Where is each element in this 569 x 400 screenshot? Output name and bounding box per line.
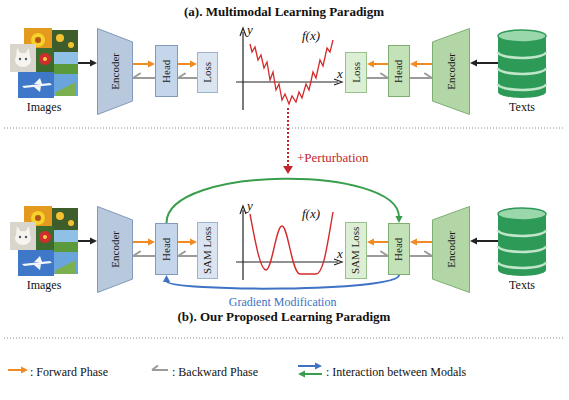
legend-interaction-sample <box>298 363 322 378</box>
image-collage: Images <box>10 206 78 276</box>
image-collage-shape <box>10 28 78 98</box>
axis-label: y <box>247 198 253 213</box>
head-block: Head <box>388 223 410 275</box>
flow-arrow <box>133 74 155 79</box>
legend-text-holder: : Forward Phase <box>30 362 108 380</box>
legend-backward-sample <box>152 366 168 371</box>
function-label-holder: f(x) <box>302 204 320 222</box>
perturbation-arrow <box>283 108 293 174</box>
node-label: Head <box>160 237 173 260</box>
axis-label-holder: x <box>337 64 343 82</box>
panel-title-holder: (b). Our Proposed Learning Paradigm <box>178 307 391 325</box>
axis-label: x <box>337 66 343 81</box>
flow-arrow <box>78 237 97 244</box>
node-label: Head <box>393 237 406 260</box>
node-caption: Images <box>10 100 78 114</box>
head-block: Head <box>155 223 178 275</box>
flow-arrow <box>133 60 155 67</box>
legend-text: : Interaction between Modals <box>326 365 466 379</box>
axis-label: y <box>247 22 253 37</box>
node-label: Encoder <box>109 231 122 268</box>
flow-arrow <box>178 252 197 257</box>
node-caption: Texts <box>498 278 546 292</box>
flow-arrow <box>78 59 97 66</box>
text-database-shape <box>498 30 546 98</box>
loss-block: SAM Loss <box>345 222 367 279</box>
flow-arrow <box>178 60 197 67</box>
flow-arrow <box>470 59 498 66</box>
panel-title: (b). Our Proposed Learning Paradigm <box>178 309 391 324</box>
encoder-block: Encoder <box>97 206 133 293</box>
encoder-block: Encoder <box>97 28 133 115</box>
loss-block: Loss <box>197 52 218 93</box>
perturbation-label-holder: +Perturbation <box>296 148 370 166</box>
legend-text: : Forward Phase <box>30 365 108 379</box>
node-label: Loss <box>201 62 214 83</box>
axis-label-holder: x <box>337 244 343 262</box>
flow-arrow <box>133 238 155 245</box>
flow-arrow <box>367 238 388 245</box>
function-label: f(x) <box>302 206 320 221</box>
flow-arrow <box>410 252 432 257</box>
loss-block: SAM Loss <box>197 222 218 279</box>
interaction-arrow <box>167 179 403 223</box>
node-label: Head <box>160 59 173 82</box>
loss-block: Loss <box>345 52 367 93</box>
head-block: Head <box>155 45 178 97</box>
diagram-title: (a). Multimodal Learning Paradigm <box>184 4 384 19</box>
image-collage-shape <box>10 206 78 276</box>
node-label: SAM Loss <box>350 227 363 274</box>
encoder-block: Encoder <box>432 28 470 115</box>
node-label: Encoder <box>445 53 458 90</box>
node-label: Loss <box>350 62 363 83</box>
node-label: Encoder <box>109 53 122 90</box>
text-database-shape <box>498 208 546 276</box>
perturbation-label: +Perturbation <box>296 150 370 165</box>
node-label: Head <box>393 59 406 82</box>
flow-arrow <box>133 252 155 257</box>
flow-arrow <box>410 60 432 67</box>
node-label: Encoder <box>445 231 458 268</box>
axis-label-holder: y <box>247 196 253 214</box>
node-label: SAM Loss <box>201 227 214 274</box>
separator <box>4 128 565 129</box>
sam-loss-plot <box>236 206 342 280</box>
flow-arrow <box>470 237 498 244</box>
head-block: Head <box>388 45 410 97</box>
legend-text-holder: : Backward Phase <box>172 362 258 380</box>
flow-arrow <box>410 238 432 245</box>
flow-arrow <box>178 238 197 245</box>
flow-arrow <box>410 74 432 79</box>
flow-arrow <box>367 252 388 257</box>
edge-label-holder: Gradient Modification <box>228 292 338 310</box>
node-caption: Images <box>10 278 78 292</box>
edge-label: Gradient Modification <box>228 295 338 309</box>
axis-label: x <box>337 246 343 261</box>
encoder-block: Encoder <box>432 206 470 293</box>
legend-forward-sample <box>8 367 28 374</box>
node-caption: Texts <box>498 100 546 114</box>
separator <box>4 338 565 339</box>
flow-arrow <box>367 60 388 67</box>
axis-label-holder: y <box>247 20 253 38</box>
function-label: f(x) <box>302 28 320 43</box>
text-database: Texts <box>498 30 546 98</box>
diagram-title-holder: (a). Multimodal Learning Paradigm <box>184 2 384 20</box>
loss-plot <box>236 28 342 110</box>
legend-text: : Backward Phase <box>172 365 258 379</box>
legend-text-holder: : Interaction between Modals <box>326 362 466 380</box>
text-database: Texts <box>498 208 546 276</box>
flow-arrow <box>178 74 197 79</box>
flow-arrow <box>367 74 388 79</box>
function-label-holder: f(x) <box>302 26 320 44</box>
image-collage: Images <box>10 28 78 98</box>
